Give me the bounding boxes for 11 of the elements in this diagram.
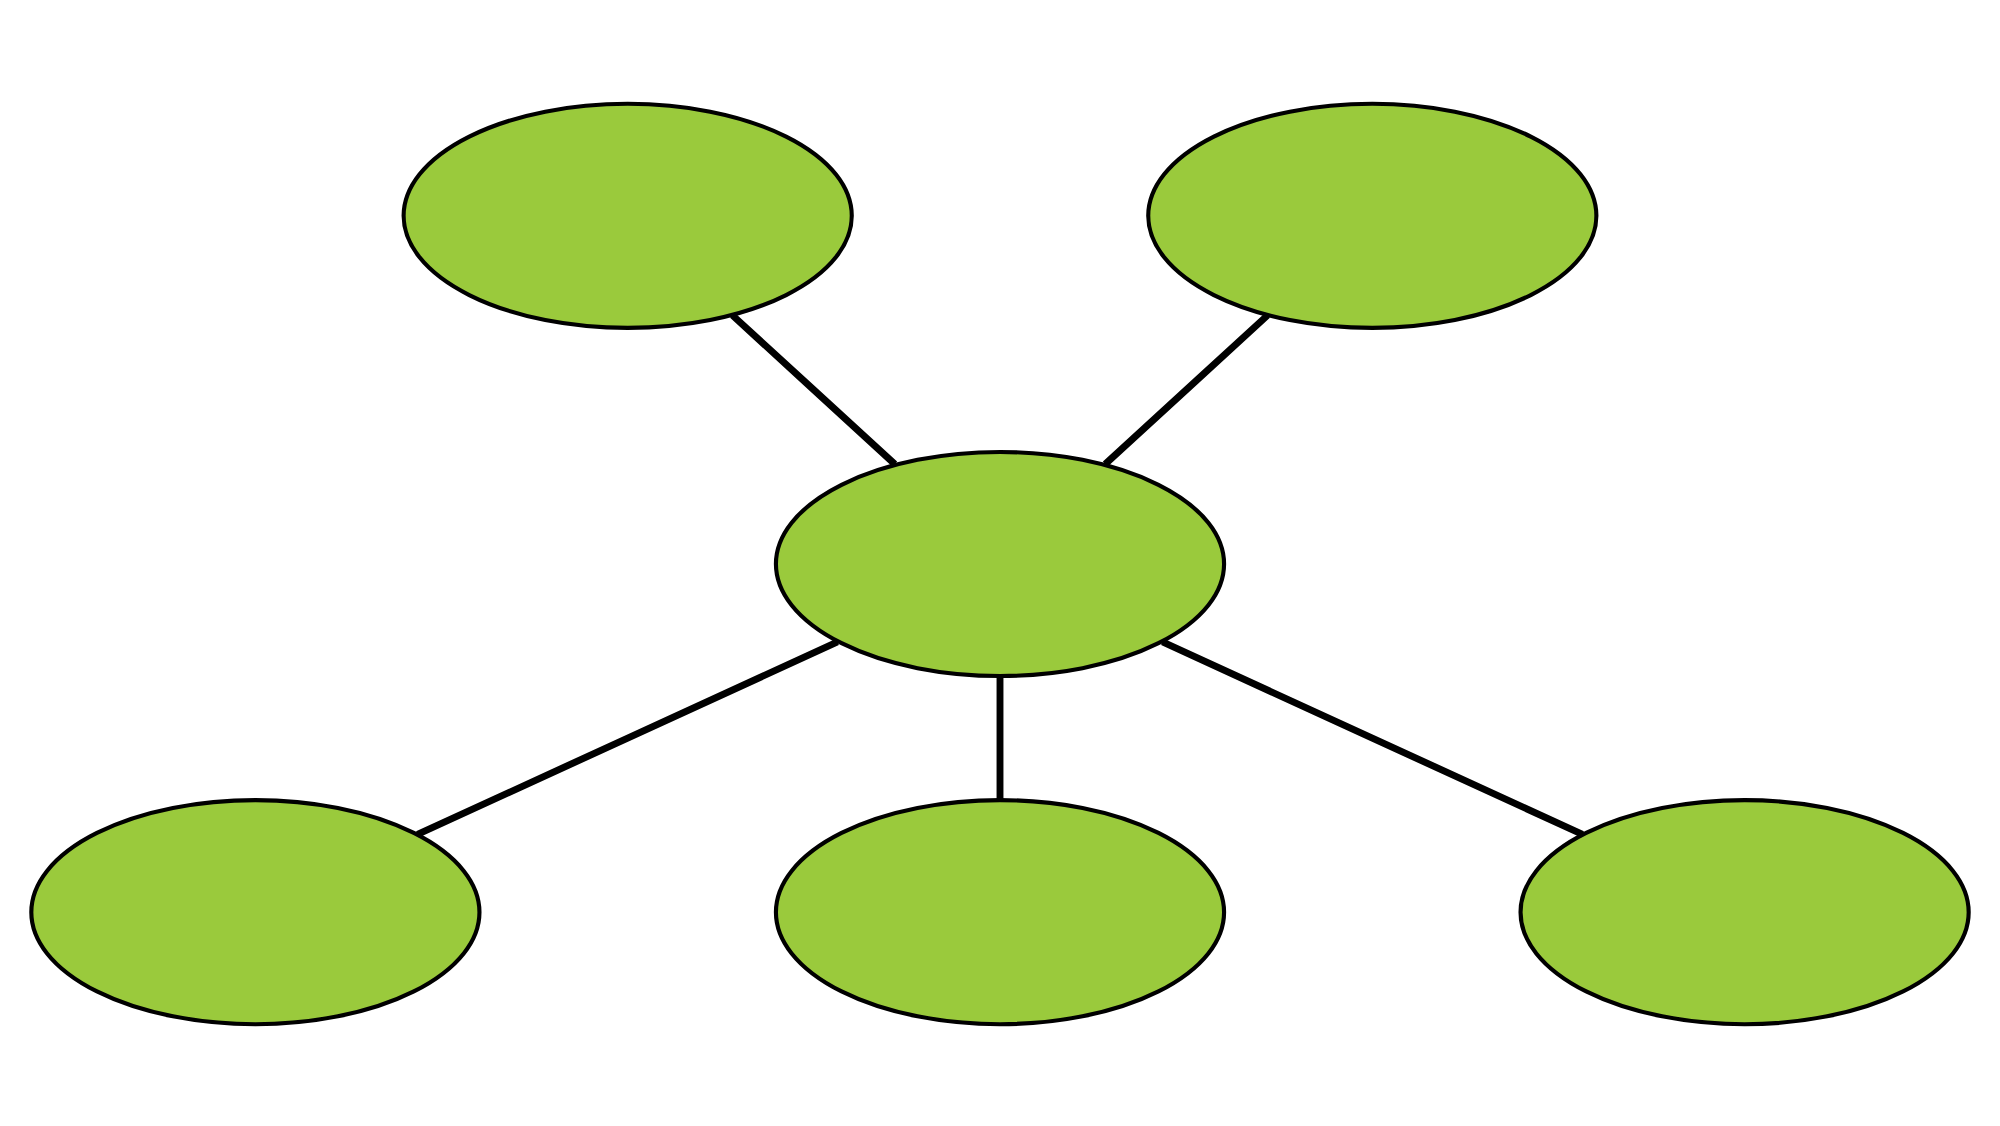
connector — [996, 675, 1004, 799]
node-ellipse — [773, 448, 1227, 678]
node-ellipse — [401, 100, 854, 329]
node-ellipse — [1518, 797, 1971, 1026]
connector — [1161, 637, 1584, 837]
connector — [730, 311, 898, 466]
connector — [416, 637, 839, 837]
connector — [1102, 311, 1270, 466]
node-ellipse — [29, 797, 482, 1026]
node-ellipse — [773, 797, 1227, 1026]
node-ellipse — [1146, 100, 1599, 329]
